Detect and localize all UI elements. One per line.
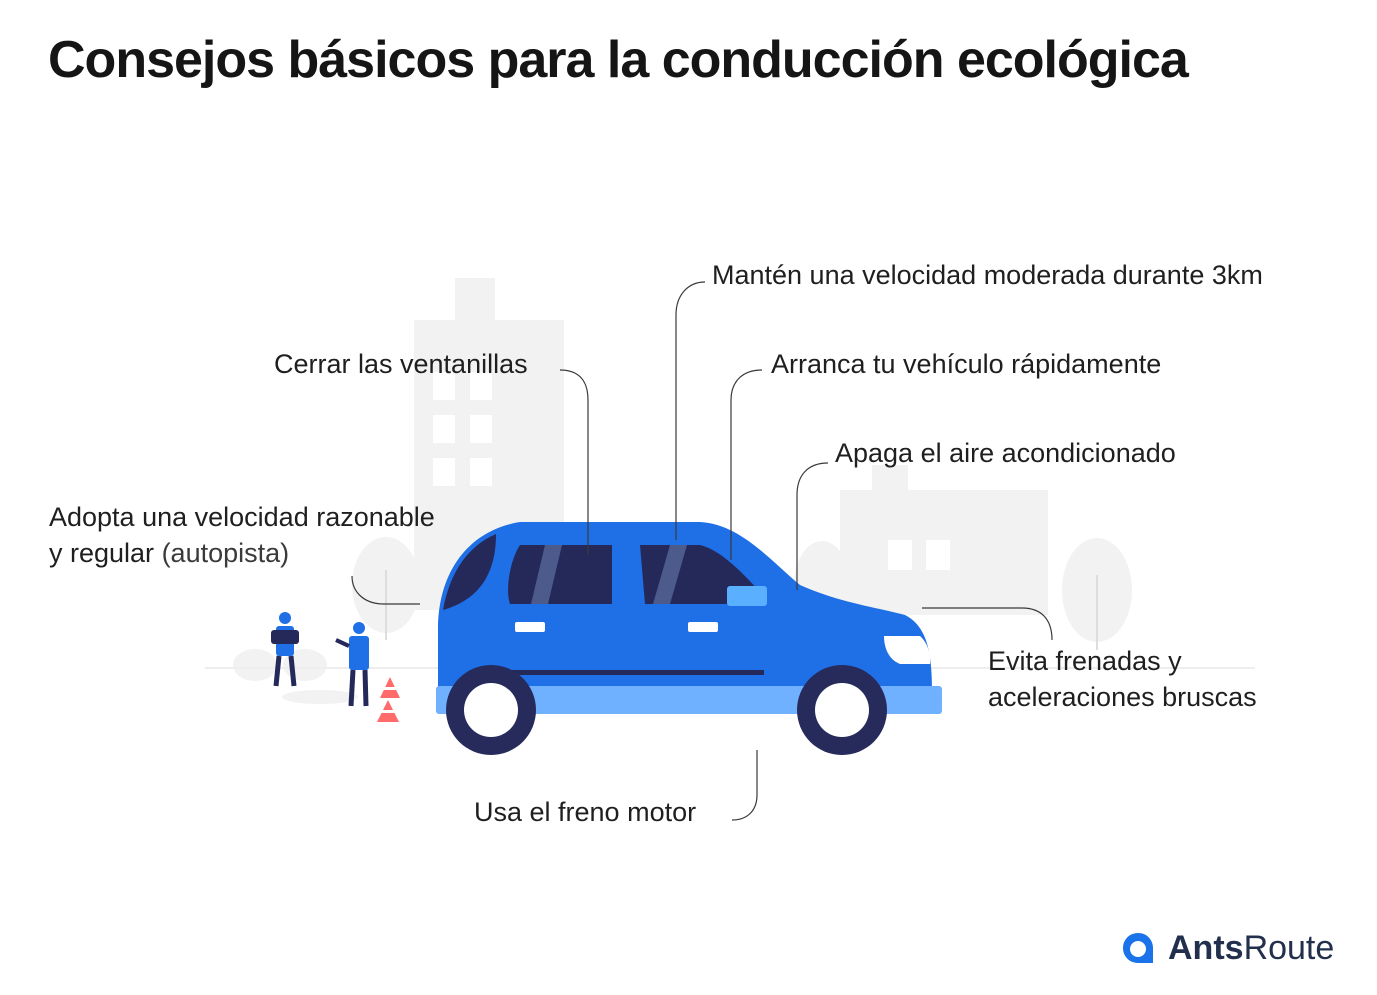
tip-start-quickly: Arranca tu vehículo rápidamente [771,346,1161,382]
callout-line-avoid-braking [922,607,1053,641]
car-side-stripe [512,670,764,675]
window-glare-2 [653,545,687,604]
tip-reasonable-speed: Adopta una velocidad razonable y regular… [49,499,435,571]
car [436,522,942,755]
car-headlight [884,636,931,664]
worker-left [271,612,299,687]
tip-reasonable-speed-line2-wrap: y regular (autopista) [49,535,435,571]
wheel-rear [446,665,536,755]
tip-avoid-braking: Evita frenadas y aceleraciones bruscas [988,643,1257,715]
tip-reasonable-speed-line1: Adopta una velocidad razonable [49,502,435,532]
door-handle-rear [515,622,545,632]
wheel-front [797,665,887,755]
car-front-dark-panel [443,534,496,610]
tip-close-windows: Cerrar las ventanillas [274,346,528,382]
tip-reasonable-speed-note: (autopista) [161,538,290,568]
tip-reasonable-speed-line2: y regular [49,538,155,568]
tip-avoid-braking-line2: aceleraciones bruscas [988,682,1257,712]
brand-name-regular: Route [1243,928,1335,967]
building-windows [433,372,950,570]
tip-close-windows-text: Cerrar las ventanillas [274,349,528,379]
car-rear-window [508,545,612,604]
tip-ac-off-text: Apaga el aire acondicionado [835,438,1176,468]
callout-line-windows [559,369,589,555]
tip-engine-brake: Usa el freno motor [474,794,696,830]
callout-line-engine-brake [731,750,758,821]
brand-name-bold: Ants [1168,928,1244,967]
worker-right [335,622,369,707]
callout-line-ac-off [796,462,829,590]
brand-logo: Ants Route [1120,926,1334,970]
ground-shadow [282,690,358,704]
callout-line-start-quickly [730,369,763,560]
tip-moderate-speed-text: Mantén una velocidad moderada durante 3k… [712,260,1263,290]
tip-start-quickly-text: Arranca tu vehículo rápidamente [771,349,1162,379]
ants-route-logo-icon [1123,933,1153,963]
tip-ac-off: Apaga el aire acondicionado [835,435,1176,471]
callout-lines [351,281,1053,821]
traffic-cones [377,677,400,722]
callout-line-reasonable-speed [351,575,420,605]
tip-engine-brake-text: Usa el freno motor [474,797,697,827]
tip-avoid-braking-line1: Evita frenadas y [988,646,1182,676]
door-handle-front [688,622,718,632]
tip-moderate-speed: Mantén una velocidad moderada durante 3k… [712,257,1263,293]
callout-line-moderate-speed [675,281,706,540]
window-glare-1 [531,545,562,604]
page-title: Consejos básicos para la conducción ecol… [48,31,1189,89]
car-mirror [727,586,767,606]
